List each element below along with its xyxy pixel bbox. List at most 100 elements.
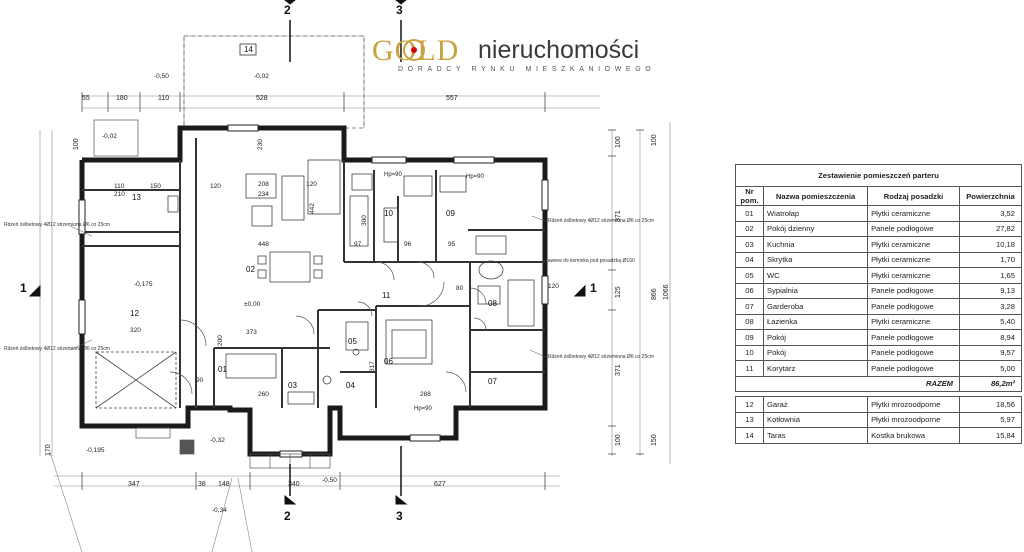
area-cell: 5,00 xyxy=(959,360,1022,377)
room-number-cell: 03 xyxy=(735,236,764,253)
level-mark: -0,50 xyxy=(154,73,169,80)
floor-type-cell: Płytki mrozoodporne xyxy=(867,396,960,413)
dimension-label: 340 xyxy=(288,481,300,488)
area-cell: 1,65 xyxy=(959,267,1022,284)
room-name-cell: Korytarz xyxy=(762,360,869,377)
terrace-outline xyxy=(183,35,365,129)
room-number: 08 xyxy=(488,299,497,308)
garage-marking xyxy=(95,195,179,409)
dimension-label: 97 xyxy=(354,241,362,248)
column-header: Rodzaj posadzki xyxy=(867,186,960,206)
floor-type-cell: Płytki ceramiczne xyxy=(867,267,960,284)
dimension-label: 528 xyxy=(256,95,268,102)
table-sum-row: RAZEM 86,2m² xyxy=(735,375,1022,392)
window-label: Hp=90 xyxy=(414,406,433,412)
section-marks xyxy=(28,0,586,505)
furniture xyxy=(225,159,535,405)
floor-type-cell: Płytki ceramiczne xyxy=(867,313,960,330)
dimension-label: 320 xyxy=(130,327,141,334)
level-mark: -0,175 xyxy=(134,281,153,288)
structural-note: Rdzeń żelbetowy 4Ø12 strzemiona Ø6 co 25… xyxy=(4,346,110,352)
level-mark: -0,34 xyxy=(212,507,227,514)
area-cell: 8,94 xyxy=(959,329,1022,346)
table-header-row: Nr pom. Nazwa pomieszczenia Rodzaj posad… xyxy=(735,186,1022,206)
structural-note: Rdzeń żelbetowy 4Ø12 strzemiona Ø6 co 25… xyxy=(548,354,654,360)
area-cell: 15,84 xyxy=(959,427,1022,444)
dimension-label: 100 xyxy=(73,138,80,150)
dimension-label: 317 xyxy=(369,361,376,372)
area-cell: 1,70 xyxy=(959,251,1022,268)
room-name-cell: Garaż xyxy=(762,396,869,413)
dimension-label: 148 xyxy=(218,481,230,488)
floor-type-cell: Kostka brukowa xyxy=(867,427,960,444)
structural-note: Rdzeń żelbetowy 4Ø12 strzemiona Ø6 co 25… xyxy=(4,222,110,228)
dimension-label: 38 xyxy=(198,481,206,488)
floor-type-cell: Panele podłogowe xyxy=(867,220,960,237)
room-number-cell: 07 xyxy=(735,298,764,315)
dimension-label: 288 xyxy=(420,391,431,398)
section-mark-label: 1 xyxy=(20,281,27,295)
room-number-cell: 08 xyxy=(735,313,764,330)
ring-icon xyxy=(403,39,425,61)
window-label: Hp=90 xyxy=(384,172,403,178)
room-name-cell: Łazienka xyxy=(762,313,869,330)
dimension-label: 234 xyxy=(258,191,269,198)
room-number: 06 xyxy=(384,357,393,366)
room-name-cell: Pokój xyxy=(762,329,869,346)
dimension-label: 100 xyxy=(615,434,622,446)
column-header: Nr pom. xyxy=(735,186,764,206)
room-number: 02 xyxy=(246,265,255,274)
dimension-label: 866 xyxy=(651,288,658,300)
dimension-label: 90 xyxy=(196,377,204,384)
room-name-cell: Taras xyxy=(762,427,869,444)
dimension-label: 110 xyxy=(158,95,169,102)
dimension-label: 200 xyxy=(217,335,224,346)
table-title: Zestawienie pomieszczeń parteru xyxy=(735,164,1022,187)
room-number: 03 xyxy=(288,381,297,390)
dimension-label: 210 xyxy=(114,191,125,198)
dimension-label: 100 xyxy=(651,134,658,146)
site-lines xyxy=(39,35,671,552)
room-number: 05 xyxy=(348,337,357,346)
door-swings xyxy=(169,261,487,395)
room-number: 13 xyxy=(132,193,141,202)
level-mark: -0,02 xyxy=(102,133,117,140)
section-mark-label: 2 xyxy=(284,3,291,17)
room-number: 09 xyxy=(446,209,455,218)
dimension-label: 95 xyxy=(448,241,456,248)
room-number-cell: 14 xyxy=(735,427,764,444)
room-name-cell: Pokój dzienny xyxy=(762,220,869,237)
room-number: 10 xyxy=(384,209,393,218)
dimension-label: 96 xyxy=(404,241,412,248)
floor-type-cell: Płytki ceramiczne xyxy=(867,251,960,268)
logo-brand-name: nieruchomości xyxy=(478,36,640,64)
dimension-label: 557 xyxy=(446,95,458,102)
room-number-cell: 04 xyxy=(735,251,764,268)
floor-type-cell: Płytki ceramiczne xyxy=(867,236,960,253)
dimension-label: 371 xyxy=(615,210,622,222)
floor-type-cell: Płytki ceramiczne xyxy=(867,205,960,222)
room-number-cell: 13 xyxy=(735,411,764,428)
room-number-cell: 06 xyxy=(735,282,764,299)
section-mark-label: 1 xyxy=(590,281,597,295)
room-number-cell: 10 xyxy=(735,344,764,361)
company-logo: GOLD nieruchomości DORADCY RYNKU MIESZKA… xyxy=(372,34,662,78)
level-mark: -0,195 xyxy=(86,447,105,454)
room-number: 14 xyxy=(244,45,253,54)
dimension-label: 120 xyxy=(306,181,317,188)
floor-plan: 1 1 2 3 2 3 01 02 03 04 05 06 07 08 09 1… xyxy=(4,0,671,552)
area-cell: 10,18 xyxy=(959,236,1022,253)
floor-type-cell: Panele podłogowe xyxy=(867,329,960,346)
dimension-label: 442 xyxy=(309,203,316,214)
dimension-label: 260 xyxy=(258,391,269,398)
floor-type-cell: Panele podłogowe xyxy=(867,282,960,299)
